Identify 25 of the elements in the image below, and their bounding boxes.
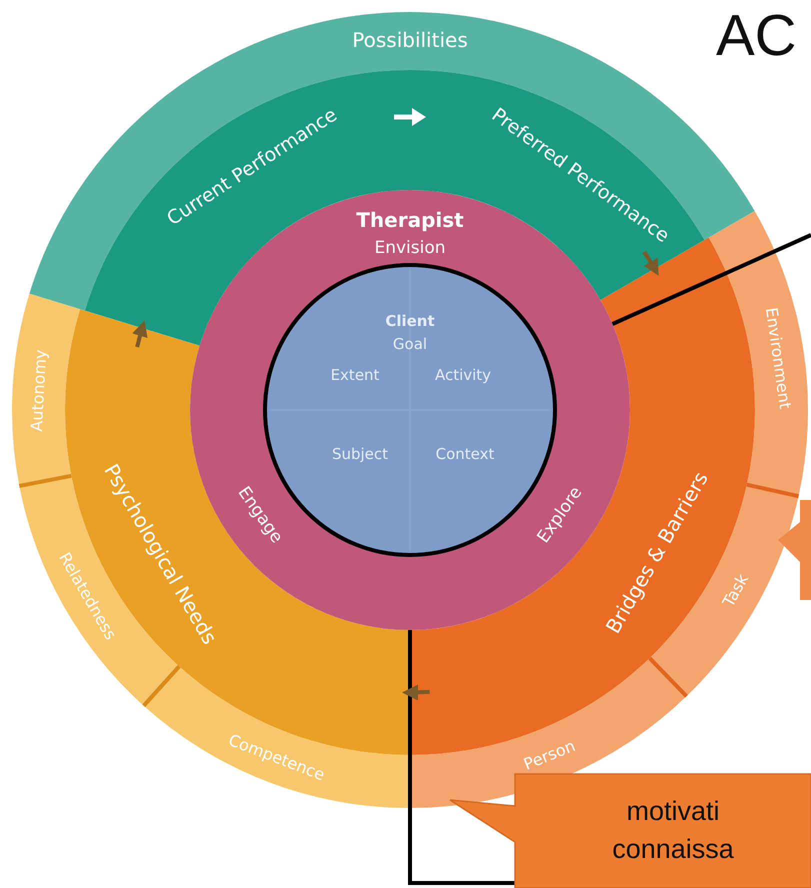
segment-label: Subject [332,445,388,463]
segment-label: Environment [762,306,795,410]
ring-segment [144,666,410,808]
ring-segment [12,294,80,486]
segment-label: Therapist [356,208,464,232]
leader-line [612,233,811,326]
direction-arrow [402,684,430,700]
ring-segment [708,211,808,496]
segment-label: Autonomy [26,349,50,432]
segment-label: Person [520,736,578,774]
segment-label: Possibilities [352,28,468,52]
callout-bubble [778,500,811,600]
callout-text: motivati connaissa [612,796,734,864]
segment-label: Client [385,312,435,330]
segment-label: Activity [434,366,492,384]
leader-line [408,630,515,885]
segment-label: Envision [374,238,446,258]
direction-arrow [132,320,148,348]
segment-label: Context [436,445,494,463]
callout-bubble [449,773,811,888]
segment-label: Extent [330,366,380,384]
title: AC [716,4,797,68]
direction-arrow [642,250,659,276]
segment-label: Task [718,570,752,610]
segment-label: Goal [392,335,428,353]
